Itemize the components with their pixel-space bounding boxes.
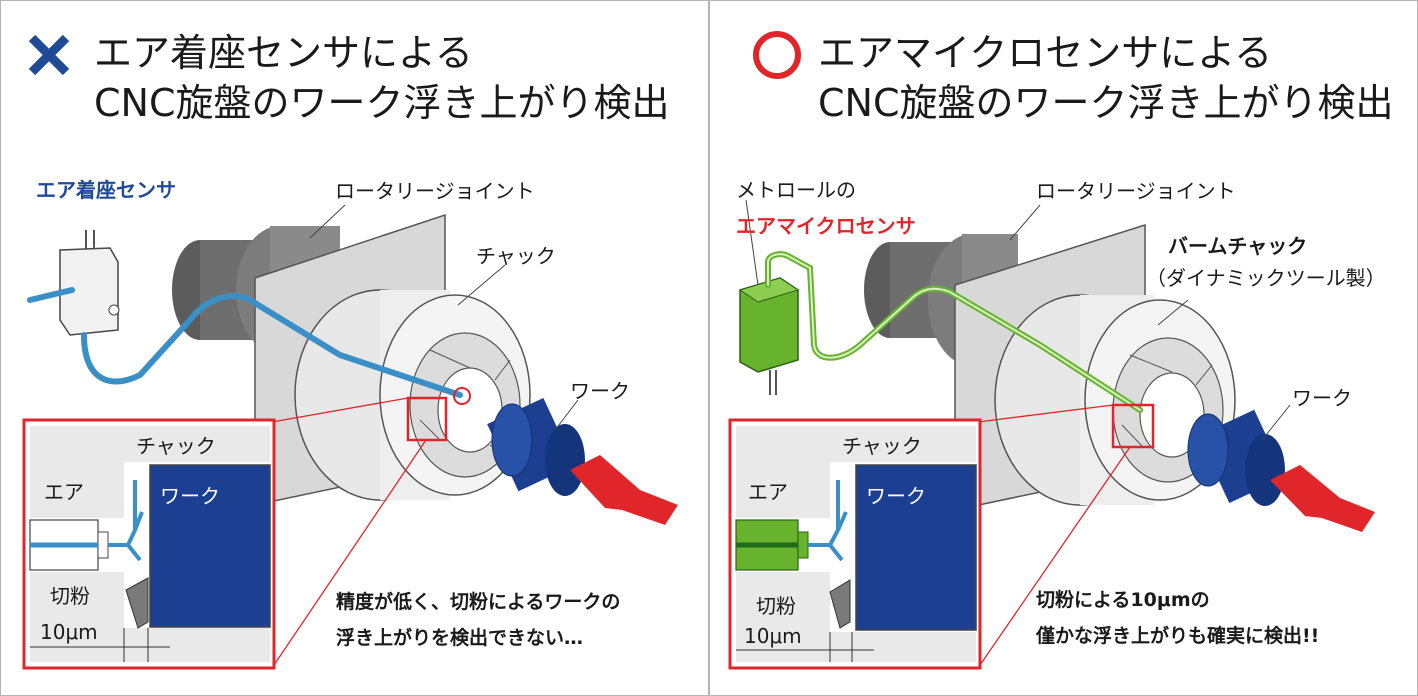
right-inset-air: エア bbox=[748, 480, 788, 504]
left-chuck-label: チャック bbox=[476, 244, 556, 268]
left-panel: エア着座センサによる CNC旋盤のワーク浮き上がり検出 エア着座センサ ロータリ… bbox=[0, 0, 708, 696]
panel-divider bbox=[708, 0, 710, 696]
zoom-focus bbox=[1111, 403, 1155, 449]
workpiece bbox=[487, 397, 585, 496]
right-caption-line1: 切粉による10μmの bbox=[1036, 589, 1210, 611]
left-sensor-label: エア着座センサ bbox=[36, 178, 176, 202]
left-caption: 精度が低く、切粉によるワークの 浮き上がりを検出できない… bbox=[336, 584, 620, 656]
air-micro-sensor bbox=[738, 277, 800, 395]
zoom-focus bbox=[406, 396, 448, 442]
push-arrow bbox=[1270, 465, 1375, 532]
left-title: エア着座センサによる CNC旋盤のワーク浮き上がり検出 bbox=[94, 28, 670, 128]
right-caption-line2: 僅かな浮き上がりも確実に検出!! bbox=[1036, 625, 1320, 647]
right-inset-chuck: チャック bbox=[842, 434, 922, 458]
left-inset-chips: 切粉 bbox=[50, 584, 90, 608]
right-sensor-label: エアマイクロセンサ bbox=[736, 214, 916, 238]
right-panel: エアマイクロセンサによる CNC旋盤のワーク浮き上がり検出 メトロールの エアマ… bbox=[710, 0, 1418, 696]
left-work-label: ワーク bbox=[570, 379, 630, 403]
left-inset-air: エア bbox=[44, 480, 84, 504]
left-inset-dimension: 10μm bbox=[40, 620, 98, 644]
right-title-line2: CNC旋盤のワーク浮き上がり検出 bbox=[818, 81, 1394, 125]
right-title-line1: エアマイクロセンサによる bbox=[818, 31, 1273, 75]
right-chuck-label: バームチャック bbox=[1168, 234, 1308, 258]
chuck-body bbox=[294, 289, 531, 501]
inset-detail bbox=[22, 418, 276, 670]
right-work-label: ワーク bbox=[1292, 386, 1352, 410]
push-arrow bbox=[570, 455, 678, 525]
cross-mark-icon bbox=[28, 34, 70, 76]
left-illustration bbox=[22, 34, 678, 670]
right-illustration bbox=[728, 31, 1375, 670]
left-caption-line1: 精度が低く、切粉によるワークの bbox=[336, 591, 621, 613]
workpiece bbox=[1187, 409, 1286, 506]
right-inset-chips: 切粉 bbox=[756, 594, 796, 618]
right-rotary-joint-label: ロータリージョイント bbox=[1036, 179, 1236, 203]
inset-detail bbox=[728, 418, 982, 670]
left-title-line2: CNC旋盤のワーク浮き上がり検出 bbox=[94, 81, 670, 125]
left-title-line1: エア着座センサによる bbox=[94, 31, 473, 75]
right-inset-dimension: 10μm bbox=[744, 624, 802, 648]
air-seating-sensor bbox=[59, 230, 120, 336]
right-title: エアマイクロセンサによる CNC旋盤のワーク浮き上がり検出 bbox=[818, 28, 1394, 128]
right-caption: 切粉による10μmの 僅かな浮き上がりも確実に検出!! bbox=[1036, 582, 1319, 654]
left-inset-work: ワーク bbox=[160, 484, 220, 508]
right-inset-work: ワーク bbox=[866, 484, 926, 508]
left-inset-chuck: チャック bbox=[136, 434, 216, 458]
right-maker-label: メトロールの bbox=[736, 178, 856, 202]
left-rotary-joint-label: ロータリージョイント bbox=[335, 179, 535, 203]
left-caption-line2: 浮き上がりを検出できない… bbox=[336, 627, 584, 649]
circle-mark-icon bbox=[753, 31, 801, 79]
air-tube bbox=[27, 287, 463, 398]
right-chuck-maker: （ダイナミックツール製） bbox=[1146, 266, 1386, 290]
